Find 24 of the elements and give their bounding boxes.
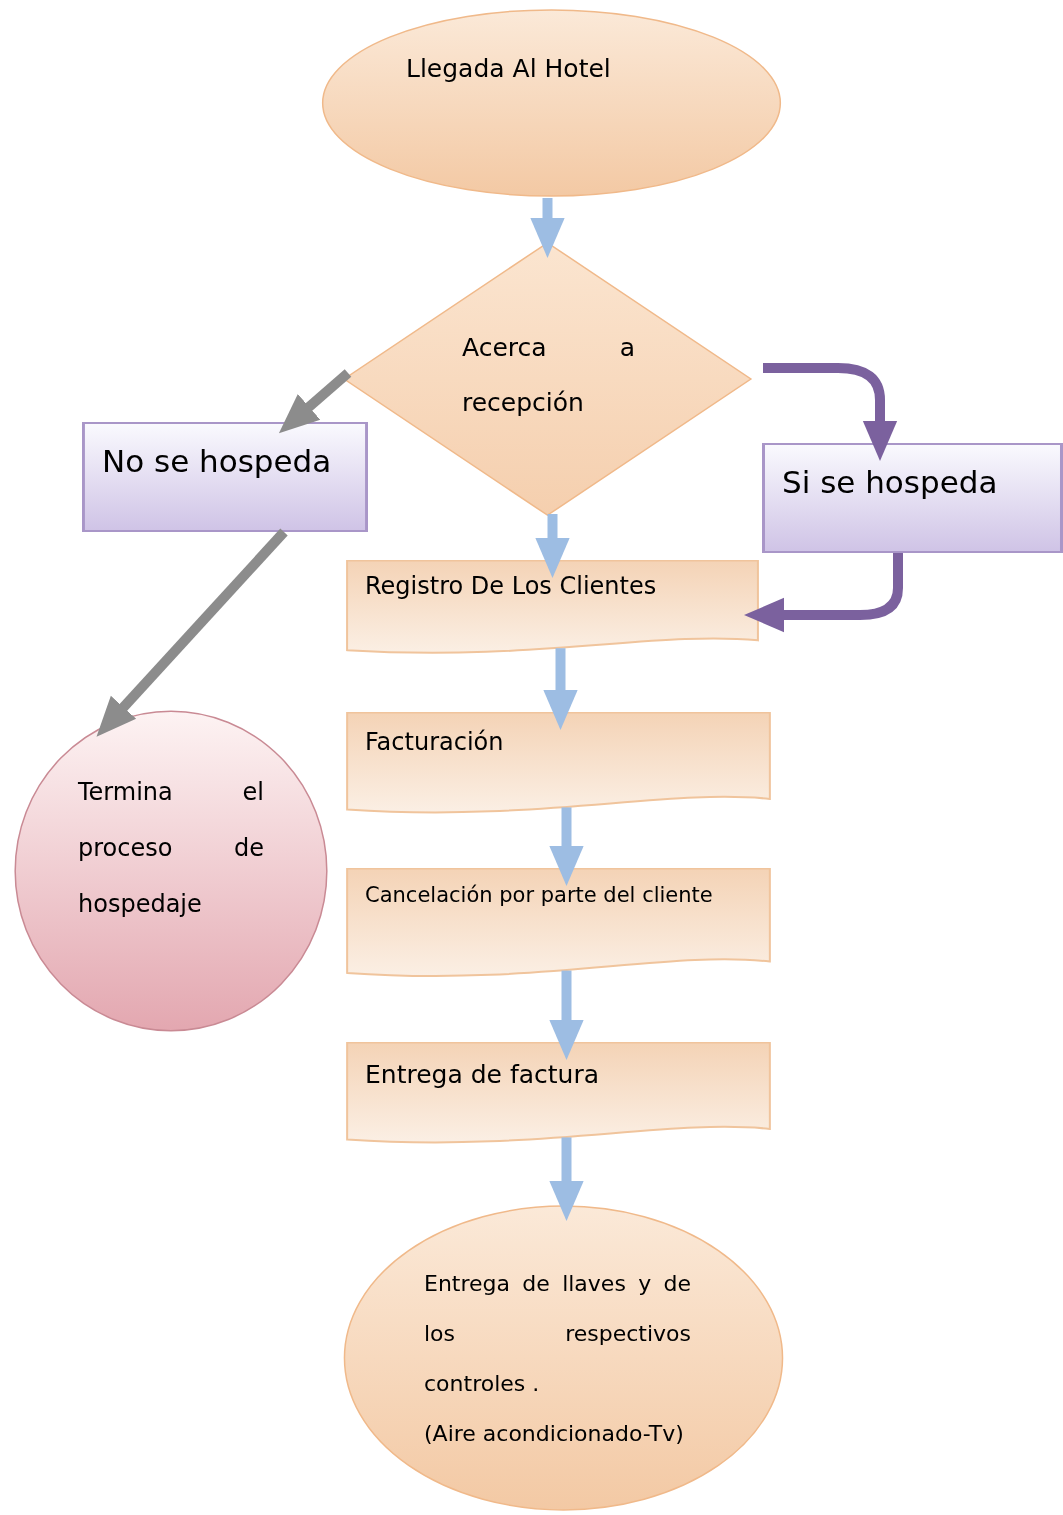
arrow bbox=[96, 528, 288, 737]
arrow bbox=[278, 369, 352, 434]
node-label: Entrega de llaves y de los respectivos controles . bbox=[424, 1270, 691, 1398]
node-label: Acerca a recepción bbox=[462, 332, 635, 419]
arrow bbox=[549, 1137, 584, 1221]
node-label: Termina el proceso de hospedaje bbox=[78, 777, 264, 920]
node-label: Registro De Los Clientes bbox=[365, 571, 658, 602]
node-label: Si se hospeda bbox=[782, 463, 999, 502]
node-label: Entrega de factura bbox=[365, 1059, 600, 1091]
arrow bbox=[549, 807, 584, 886]
node-label: Llegada Al Hotel bbox=[406, 53, 612, 85]
process-box bbox=[762, 443, 1063, 553]
arrow bbox=[530, 198, 565, 258]
arrow bbox=[744, 553, 903, 633]
end-circle bbox=[12, 708, 330, 1034]
node-label: Cancelación por parte del cliente bbox=[365, 882, 714, 909]
node-label: Facturación bbox=[365, 727, 505, 758]
arrow bbox=[549, 970, 584, 1060]
arrow bbox=[535, 514, 570, 578]
node-label: (Aire acondicionado-Tv) bbox=[424, 1420, 685, 1448]
arrow bbox=[763, 363, 898, 461]
arrow bbox=[543, 648, 578, 730]
process-box bbox=[82, 422, 368, 532]
node-label: No se hospeda bbox=[102, 442, 333, 481]
